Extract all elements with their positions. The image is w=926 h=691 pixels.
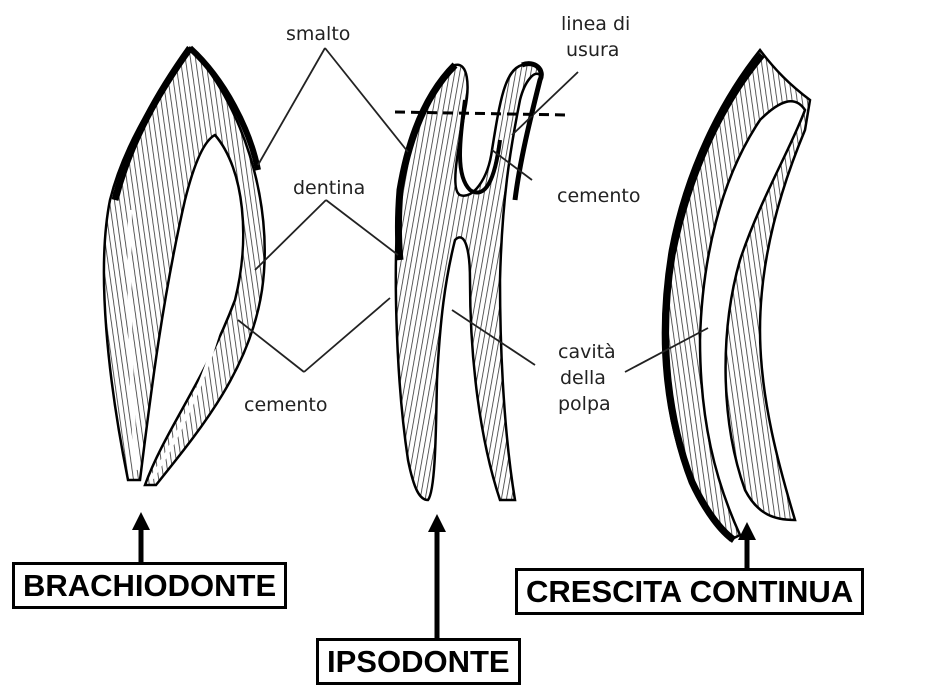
- label-linea-di: linea di: [561, 13, 630, 35]
- label-della: della: [560, 367, 606, 389]
- brachiodont-tooth: [104, 48, 265, 485]
- label-cemento-right: cemento: [557, 185, 640, 207]
- label-cavita: cavità: [558, 341, 616, 363]
- label-dentina: dentina: [293, 177, 365, 199]
- label-box-crescita-continua: CRESCITA CONTINUA: [515, 568, 864, 615]
- arrow-ipsodonte: [428, 514, 446, 640]
- label-polpa: polpa: [558, 393, 611, 415]
- arrow-crescita: [738, 522, 756, 568]
- arrow-brachiodonte: [132, 512, 150, 563]
- label-box-brachiodonte: BRACHIODONTE: [12, 562, 287, 609]
- label-cemento-left: cemento: [244, 394, 327, 416]
- continuous-growth-tooth: [663, 50, 810, 540]
- label-box-ipsodonte: IPSODONTE: [316, 638, 521, 685]
- label-usura: usura: [566, 39, 619, 61]
- label-smalto: smalto: [286, 23, 350, 45]
